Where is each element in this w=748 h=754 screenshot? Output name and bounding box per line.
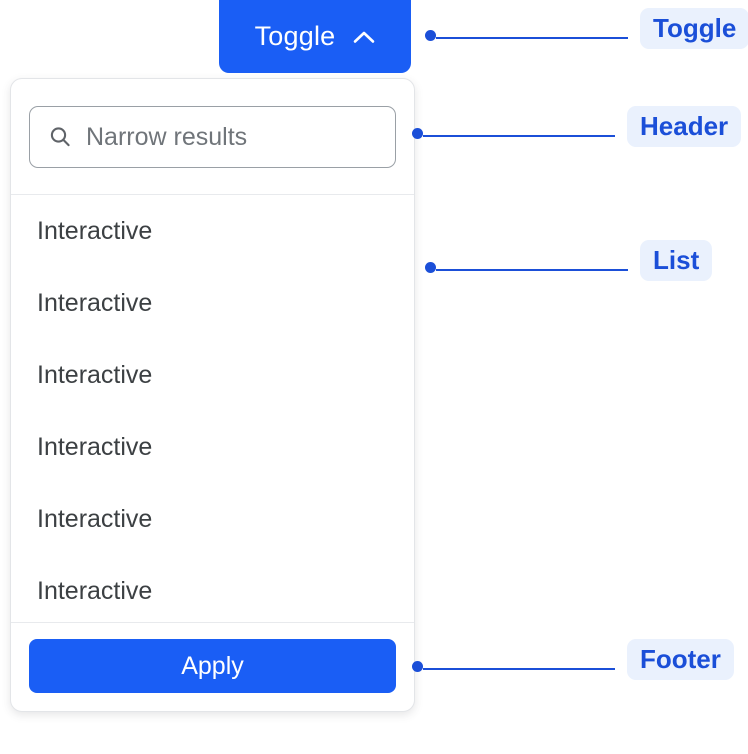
callout-line (436, 268, 628, 271)
apply-button[interactable]: Apply (29, 639, 396, 693)
callout-label-header: Header (627, 105, 742, 148)
list-item-label: Interactive (37, 504, 153, 533)
callout-dot (412, 128, 423, 139)
list-item[interactable]: Interactive (11, 411, 414, 483)
list-item-label: Interactive (37, 216, 153, 245)
list-item[interactable]: Interactive (11, 195, 414, 267)
search-box[interactable] (29, 106, 396, 168)
list-item-label: Interactive (37, 288, 153, 317)
callout-line (423, 134, 615, 137)
list-item-label: Interactive (37, 360, 153, 389)
list-item[interactable]: Interactive (11, 267, 414, 339)
list-item[interactable]: Interactive (11, 483, 414, 555)
callout-label-toggle: Toggle (640, 7, 748, 50)
list-item-label: Interactive (37, 432, 153, 461)
callout-label-footer: Footer (627, 638, 734, 681)
callout-line (436, 36, 628, 39)
search-icon (48, 125, 72, 149)
panel-header (11, 79, 414, 195)
list-item-label: Interactive (37, 576, 153, 605)
callout-label-list: List (640, 239, 713, 282)
callout-dot (412, 661, 423, 672)
search-input[interactable] (86, 122, 377, 152)
callout-dot (425, 30, 436, 41)
panel-list: Interactive Interactive Interactive Inte… (11, 195, 414, 622)
toggle-button[interactable]: Toggle (219, 0, 411, 73)
callout-line (423, 667, 615, 670)
dropdown-panel: Interactive Interactive Interactive Inte… (10, 78, 415, 712)
list-item[interactable]: Interactive (11, 555, 414, 622)
callout-dot (425, 262, 436, 273)
list-item[interactable]: Interactive (11, 339, 414, 411)
panel-footer: Apply (11, 622, 414, 711)
toggle-button-label: Toggle (254, 21, 336, 51)
chevron-up-icon (353, 30, 375, 44)
